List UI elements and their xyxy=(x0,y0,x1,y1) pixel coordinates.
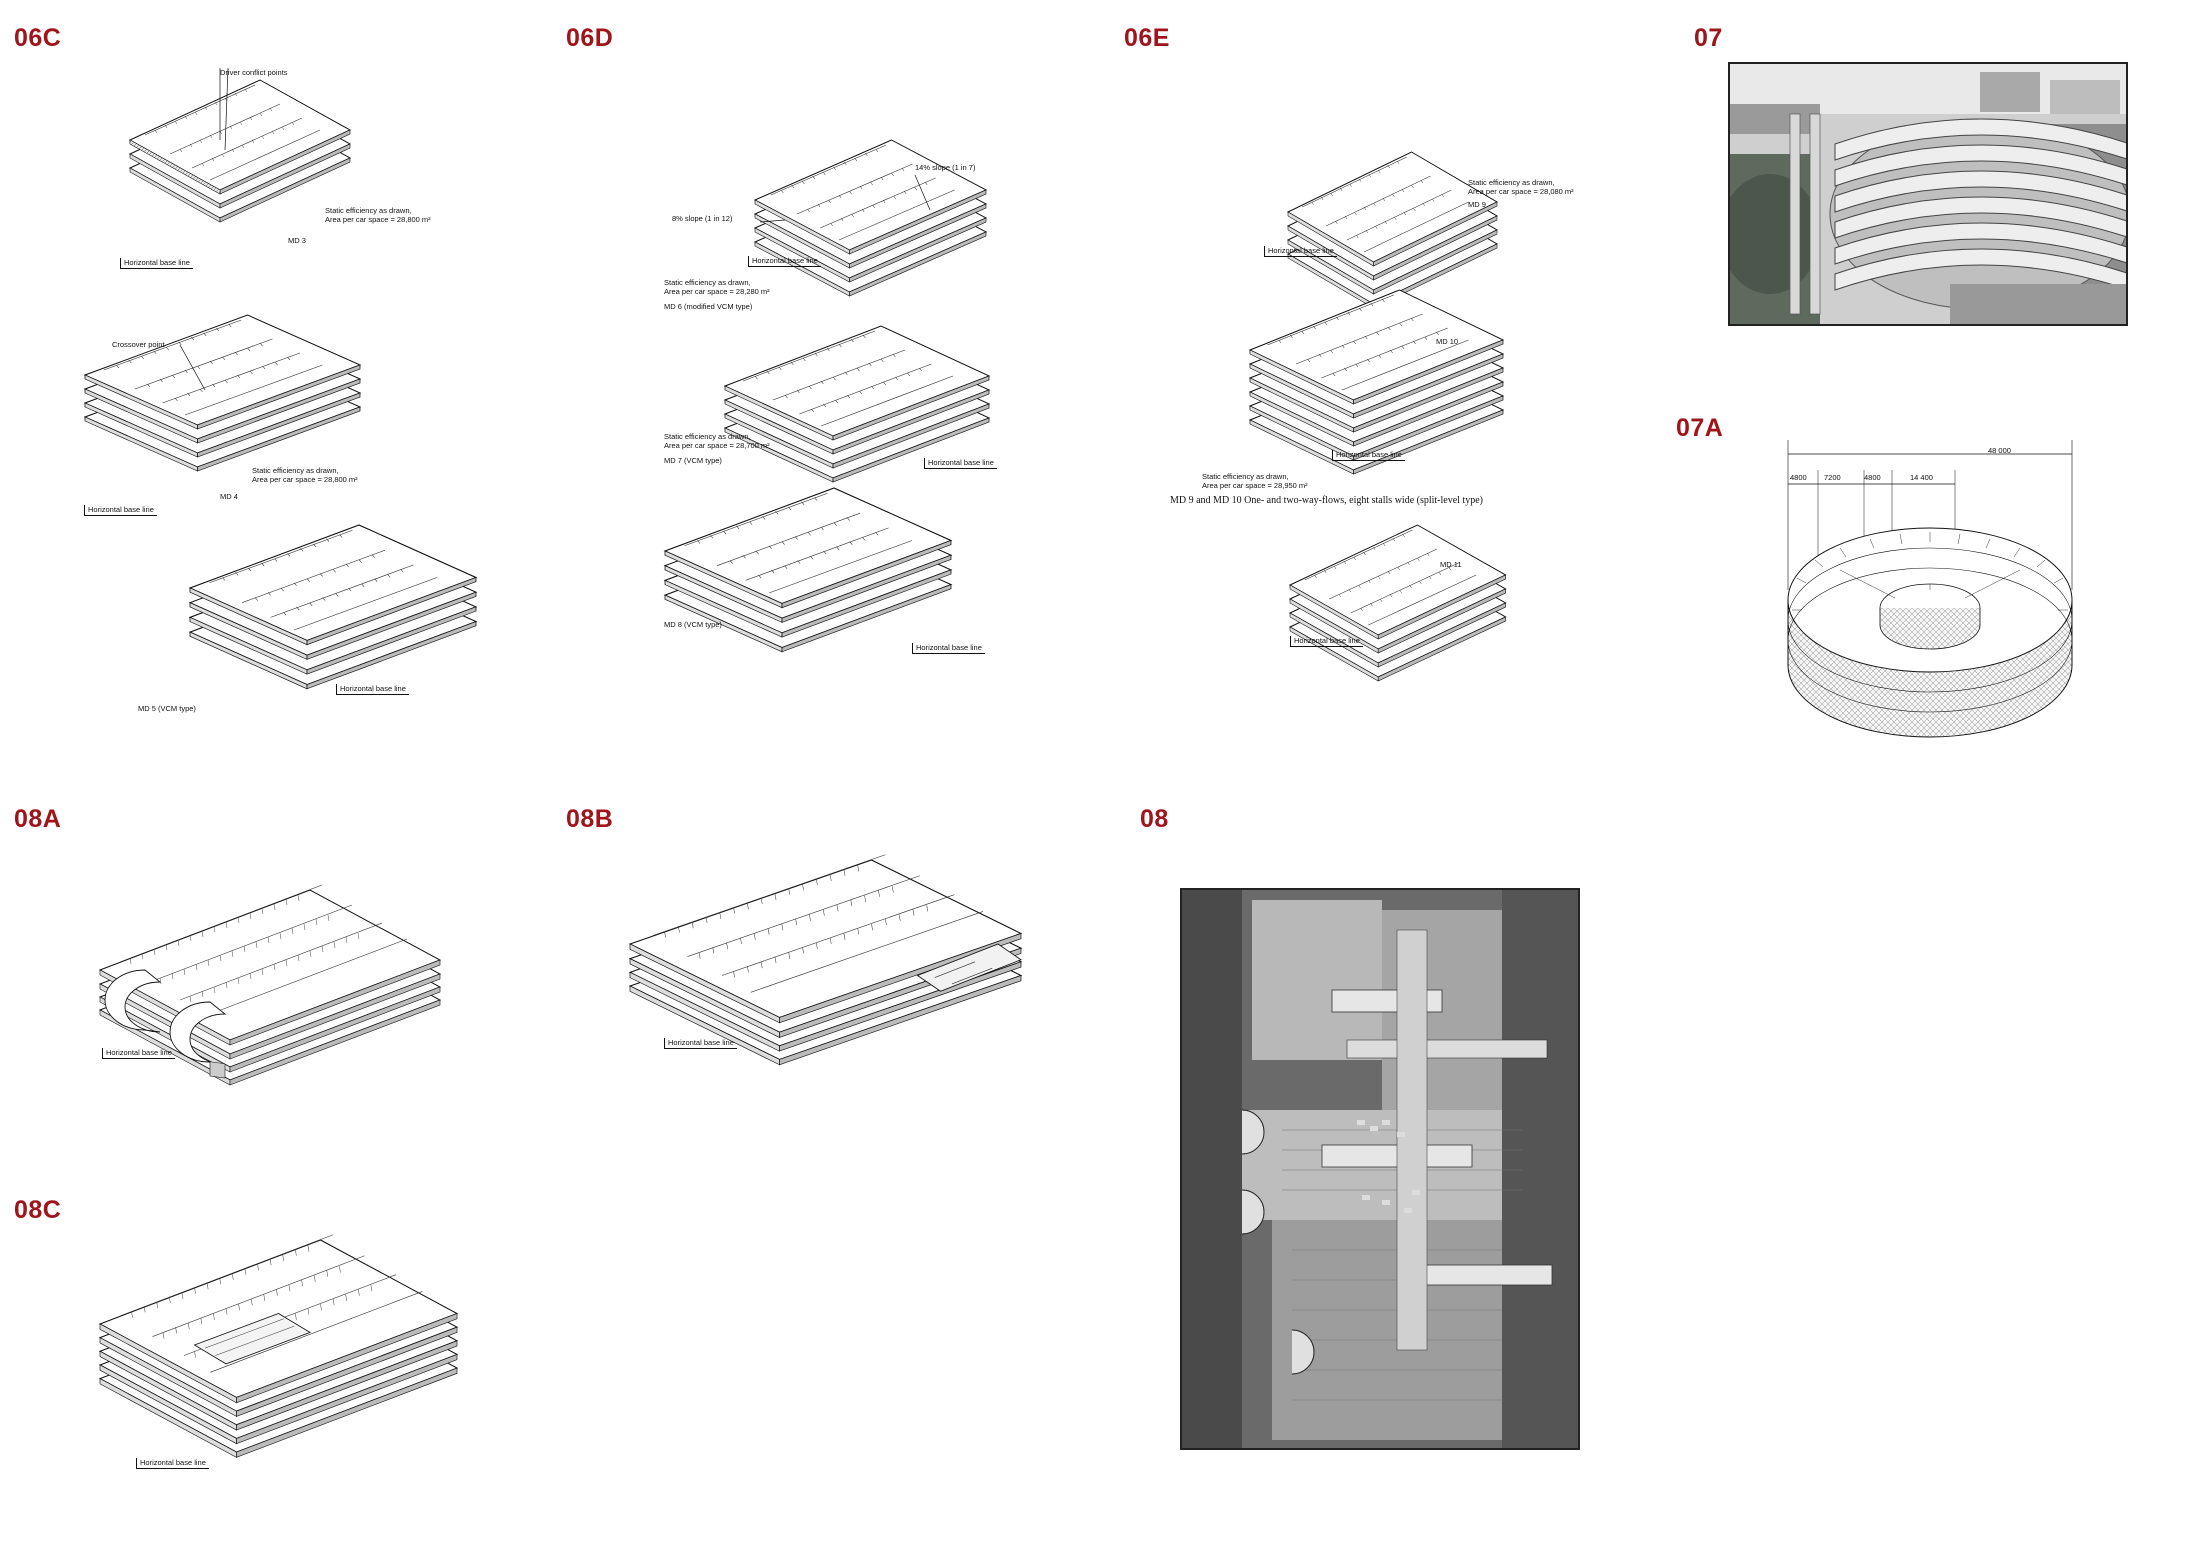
panel-label-08c: 08C xyxy=(14,1196,62,1224)
note-md11: MD 11 xyxy=(1440,560,1462,569)
baseline-md5: Horizontal base line xyxy=(336,684,409,695)
baseline-md4: Horizontal base line xyxy=(84,505,157,516)
dim-7200: 7200 xyxy=(1824,473,1841,482)
note-md4-area: Area per car space = 28,800 m² xyxy=(252,475,358,484)
circular-car-park-image xyxy=(1720,64,2131,324)
md5-drawing xyxy=(190,525,490,725)
baseline-md3: Horizontal base line xyxy=(120,258,193,269)
baseline-md8: Horizontal base line xyxy=(912,643,985,654)
note-md9-area: Area per car space = 28,080 m² xyxy=(1468,187,1574,196)
aerial-car-park-image xyxy=(1182,890,1578,1448)
baseline-md10: Horizontal base line xyxy=(1332,450,1405,461)
baseline-md9: Horizontal base line xyxy=(1264,246,1337,257)
panel-label-08: 08 xyxy=(1140,805,1169,833)
note-md6-area: Area per car space = 28,280 m² xyxy=(664,287,770,296)
note-md3: MD 3 xyxy=(288,236,306,245)
note-md7-efficiency: Static efficiency as drawn, xyxy=(664,432,751,441)
note-md4: MD 4 xyxy=(220,492,238,501)
note-md4-efficiency: Static efficiency as drawn, xyxy=(252,466,339,475)
circular-ramp-diagram xyxy=(1787,440,2073,738)
baseline-08a: Horizontal base line xyxy=(102,1048,175,1059)
panel-label-08a: 08A xyxy=(14,805,62,833)
baseline-md7: Horizontal base line xyxy=(924,458,997,469)
caption-md9-md10: MD 9 and MD 10 One- and two-way-flows, e… xyxy=(1170,495,1483,506)
note-md6-efficiency: Static efficiency as drawn, xyxy=(664,278,751,287)
panel-label-06d: 06D xyxy=(566,24,614,52)
deck-08c-drawing xyxy=(99,1234,458,1458)
note-md10-area: Area per car space = 28,950 m² xyxy=(1202,481,1308,490)
md11-drawing xyxy=(1290,525,1490,675)
md10-drawing xyxy=(1249,289,1504,475)
dim-14400: 14 400 xyxy=(1910,473,1933,482)
baseline-08c: Horizontal base line xyxy=(136,1458,209,1469)
md4-drawing xyxy=(85,315,385,485)
panel-label-08b: 08B xyxy=(566,805,614,833)
baseline-md11: Horizontal base line xyxy=(1290,636,1363,647)
note-md10: MD 10 xyxy=(1436,337,1459,346)
dim-4800-a: 4800 xyxy=(1790,473,1807,482)
deck-08b-drawing xyxy=(629,854,1022,1066)
photo-circular-car-park xyxy=(1720,62,2131,326)
note-md8: MD 8 (VCM type) xyxy=(664,620,722,629)
baseline-08b: Horizontal base line xyxy=(664,1038,737,1049)
md7-drawing xyxy=(725,326,985,476)
md3-drawing xyxy=(129,67,390,230)
baseline-md6: Horizontal base line xyxy=(748,256,821,267)
md9-drawing xyxy=(1288,152,1488,302)
panel-label-06e: 06E xyxy=(1124,24,1170,52)
note-slope-14: 14% slope (1 in 7) xyxy=(915,163,976,172)
note-md3-area: Area per car space = 28,800 m² xyxy=(325,215,431,224)
md8-drawing xyxy=(665,488,965,668)
dim-total-diameter: 48 000 xyxy=(1988,446,2011,455)
panel-label-07a: 07A xyxy=(1676,414,1724,442)
note-md5: MD 5 (VCM type) xyxy=(138,704,196,713)
note-md9-efficiency: Static efficiency as drawn, xyxy=(1468,178,1555,187)
dim-4800-b: 4800 xyxy=(1864,473,1881,482)
note-crossover: Crossover point xyxy=(112,340,165,349)
panel-label-06c: 06C xyxy=(14,24,62,52)
note-md7-area: Area per car space = 28,700 m² xyxy=(664,441,770,450)
md6-drawing xyxy=(755,140,995,290)
note-md6: MD 6 (modified VCM type) xyxy=(664,302,753,311)
note-md10-efficiency: Static efficiency as drawn, xyxy=(1202,472,1289,481)
panel-label-07: 07 xyxy=(1694,24,1723,52)
deck-08a-drawing xyxy=(99,884,441,1086)
note-md9: MD 9 xyxy=(1468,200,1486,209)
photo-aerial-car-park xyxy=(1180,888,1580,1450)
note-driver-conflict: Driver conflict points xyxy=(220,68,288,77)
note-md3-efficiency: Static efficiency as drawn, xyxy=(325,206,412,215)
note-slope-8: 8% slope (1 in 12) xyxy=(672,214,733,223)
note-md7: MD 7 (VCM type) xyxy=(664,456,722,465)
